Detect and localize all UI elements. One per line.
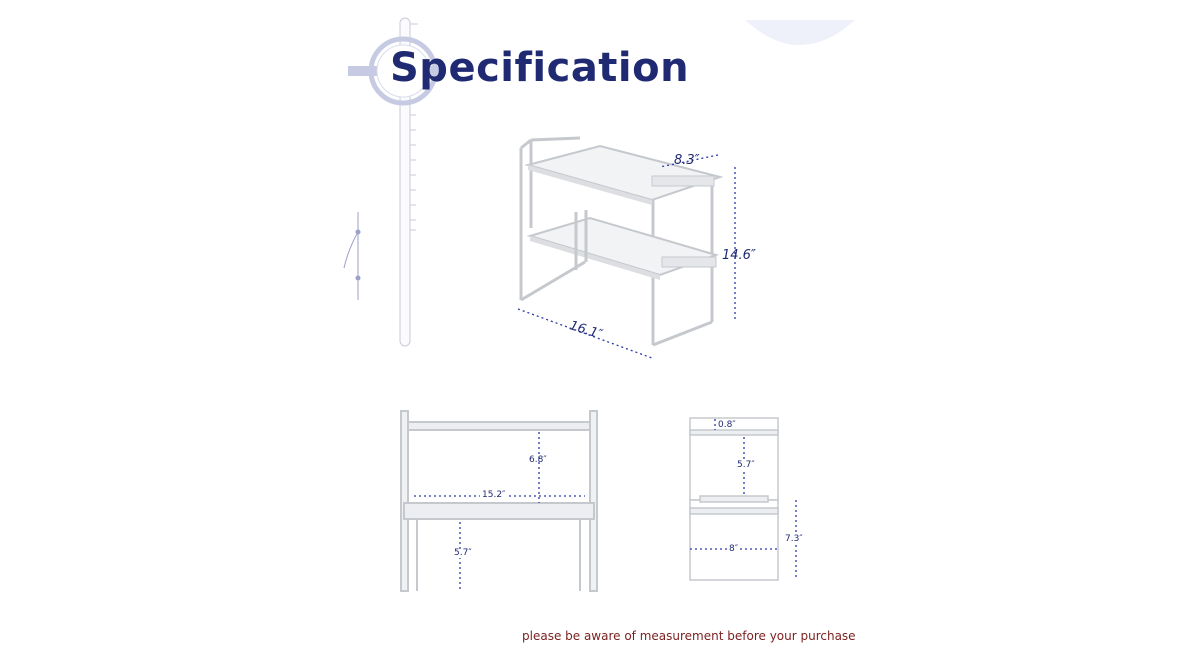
measurement-note: please be aware of measurement before yo… bbox=[522, 629, 856, 643]
dim-lines-perspective bbox=[517, 154, 736, 359]
page-title: Specification bbox=[390, 45, 690, 91]
decor-arc bbox=[745, 20, 855, 45]
bottom-clearance-label: 5.7″ bbox=[454, 548, 472, 558]
inner-width-label: 15.2″ bbox=[480, 490, 508, 500]
side-depth-label: 8″ bbox=[727, 544, 741, 554]
shelf-front-view bbox=[400, 410, 598, 592]
tier-gap-label: 6.8″ bbox=[529, 455, 547, 465]
shelf-side-view bbox=[689, 417, 779, 581]
total-height-label: 7.3″ bbox=[785, 534, 803, 544]
top-offset-label: 0.8″ bbox=[718, 420, 736, 430]
decor-curve bbox=[343, 212, 361, 300]
side-height-label: 5.7″ bbox=[737, 460, 755, 470]
depth-label: 8.3″ bbox=[674, 153, 700, 168]
decor-circle bbox=[348, 36, 440, 106]
height-label: 14.6″ bbox=[722, 248, 756, 263]
decor-ruler bbox=[399, 17, 418, 347]
shelf-perspective bbox=[519, 136, 724, 347]
